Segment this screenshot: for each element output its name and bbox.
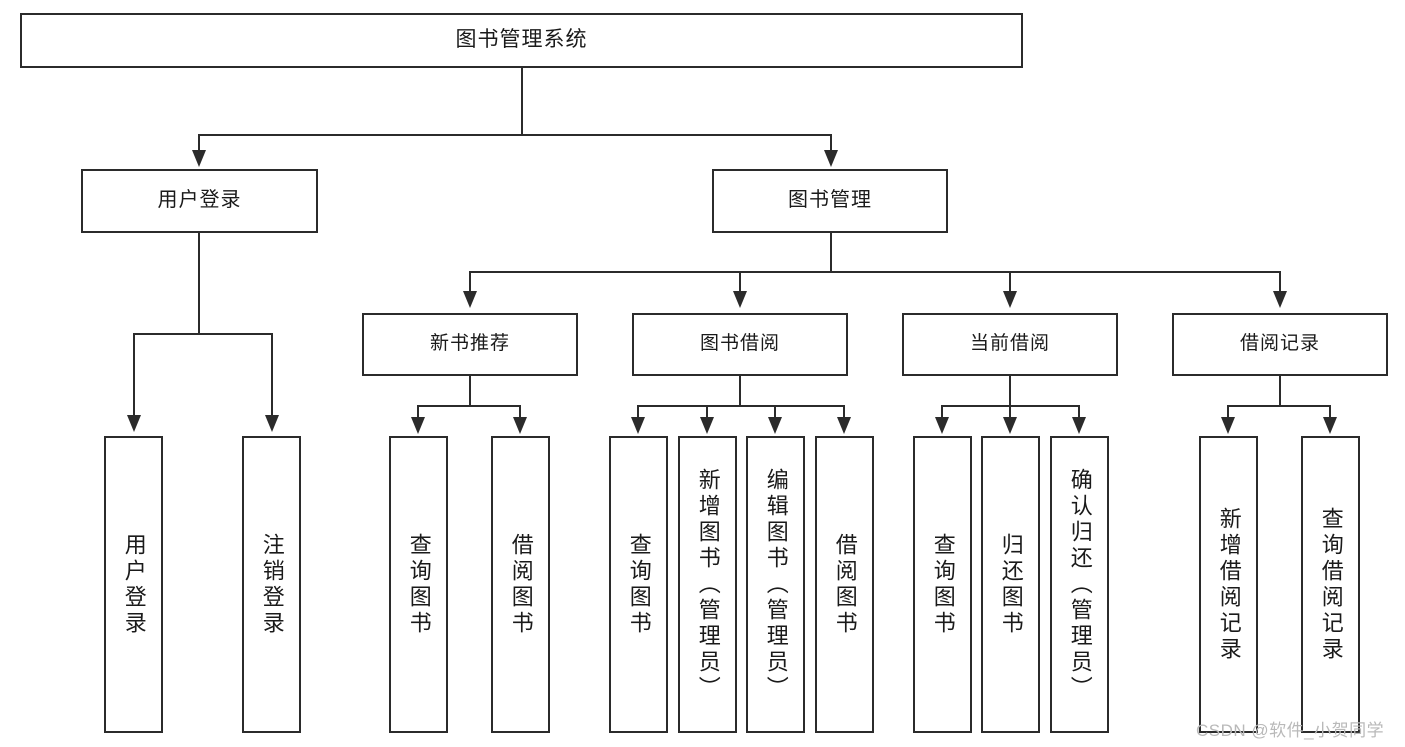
arrowhead-bm-to-book-borrow: [733, 291, 747, 308]
connector-nbr-stem: [469, 376, 471, 407]
connector-user-login-stem: [198, 233, 200, 334]
node-borrow-record[interactable]: 借阅记录: [1172, 313, 1388, 376]
connector-cb-to-leaf-2: [1009, 405, 1011, 419]
leaf-cb-confirm-return-admin[interactable]: 确认归还（管理员）: [1050, 436, 1109, 733]
node-label: 查询图书: [930, 532, 956, 637]
connector-cb-to-leaf-1: [941, 405, 943, 419]
node-book-borrow[interactable]: 图书借阅: [632, 313, 848, 376]
leaf-user-login[interactable]: 用户登录: [104, 436, 163, 733]
arrowhead-bm-to-new-book: [463, 291, 477, 308]
node-label: 新书推荐: [429, 333, 510, 355]
node-label: 用户登录: [157, 189, 242, 212]
leaf-bb-edit-book-admin[interactable]: 编辑图书（管理员）: [746, 436, 805, 733]
node-label: 查询图书: [406, 532, 432, 637]
connector-bb-to-leaf-3: [774, 405, 776, 419]
node-book-management[interactable]: 图书管理: [712, 169, 948, 233]
arrowhead-bb-to-leaf-4: [837, 417, 851, 434]
connector-br-to-leaf-1: [1227, 405, 1229, 419]
arrowhead-bb-to-leaf-3: [768, 417, 782, 434]
arrowhead-br-to-leaf-1: [1221, 417, 1235, 434]
node-label: 归还图书: [998, 532, 1024, 637]
connector-br-bar: [1227, 405, 1331, 407]
arrowhead-root-to-user-login: [192, 150, 206, 167]
leaf-br-query-record[interactable]: 查询借阅记录: [1301, 436, 1360, 733]
arrowhead-cb-to-leaf-2: [1003, 417, 1017, 434]
connector-nbr-to-leaf-2: [519, 405, 521, 419]
connector-bm-to-borrow-record: [1279, 271, 1281, 293]
arrowhead-user-login-to-leaf-2: [265, 415, 279, 432]
connector-root-bar: [198, 134, 832, 136]
leaf-bb-add-book-admin[interactable]: 新增图书（管理员）: [678, 436, 737, 733]
arrowhead-cb-to-leaf-3: [1072, 417, 1086, 434]
connector-nbr-bar: [417, 405, 521, 407]
node-label: 当前借阅: [969, 333, 1050, 355]
leaf-nbr-borrow-book[interactable]: 借阅图书: [491, 436, 550, 733]
node-label: 新增图书（管理员）: [695, 467, 721, 702]
leaf-cb-return-book[interactable]: 归还图书: [981, 436, 1040, 733]
connector-bb-to-leaf-2: [706, 405, 708, 419]
connector-bm-to-new-book: [469, 271, 471, 293]
connector-book-management-bar: [469, 271, 1281, 273]
node-label: 图书管理: [788, 189, 872, 212]
connector-user-login-to-leaf-2: [271, 333, 273, 417]
leaf-bb-query-book[interactable]: 查询图书: [609, 436, 668, 733]
leaf-bb-borrow-book[interactable]: 借阅图书: [815, 436, 874, 733]
node-current-borrow[interactable]: 当前借阅: [902, 313, 1118, 376]
connector-user-login-to-leaf-1: [133, 333, 135, 417]
connector-bb-stem: [739, 376, 741, 407]
node-label: 借阅记录: [1239, 333, 1320, 355]
arrowhead-bm-to-borrow-record: [1273, 291, 1287, 308]
leaf-nbr-query-book[interactable]: 查询图书: [389, 436, 448, 733]
node-label: 新增借阅记录: [1216, 506, 1242, 663]
node-label: 借阅图书: [832, 532, 858, 637]
connector-root-stem: [521, 68, 523, 136]
connector-br-stem: [1279, 376, 1281, 407]
connector-bm-to-book-borrow: [739, 271, 741, 293]
node-label: 图书借阅: [699, 333, 780, 355]
node-label: 查询借阅记录: [1318, 506, 1344, 663]
leaf-logout[interactable]: 注销登录: [242, 436, 301, 733]
node-label: 确认归还（管理员）: [1067, 467, 1093, 702]
leaf-cb-query-book[interactable]: 查询图书: [913, 436, 972, 733]
node-label: 图书管理系统: [455, 28, 588, 52]
arrowhead-nbr-to-leaf-2: [513, 417, 527, 434]
connector-bm-to-current-borrow: [1009, 271, 1011, 293]
arrowhead-bb-to-leaf-2: [700, 417, 714, 434]
node-label: 查询图书: [626, 532, 652, 637]
connector-bb-to-leaf-1: [637, 405, 639, 419]
connector-book-management-stem: [830, 233, 832, 272]
connector-cb-stem: [1009, 376, 1011, 407]
node-label: 注销登录: [259, 532, 285, 637]
arrowhead-nbr-to-leaf-1: [411, 417, 425, 434]
node-new-book-recommend[interactable]: 新书推荐: [362, 313, 578, 376]
arrowhead-bm-to-current-borrow: [1003, 291, 1017, 308]
node-user-login[interactable]: 用户登录: [81, 169, 318, 233]
node-label: 借阅图书: [508, 532, 534, 637]
node-label: 编辑图书（管理员）: [763, 467, 789, 702]
connector-br-to-leaf-2: [1329, 405, 1331, 419]
arrowhead-cb-to-leaf-1: [935, 417, 949, 434]
node-root-book-management-system[interactable]: 图书管理系统: [20, 13, 1023, 68]
node-label: 用户登录: [121, 532, 147, 637]
connector-bb-to-leaf-4: [843, 405, 845, 419]
arrowhead-root-to-book-management: [824, 150, 838, 167]
arrowhead-bb-to-leaf-1: [631, 417, 645, 434]
connector-cb-to-leaf-3: [1078, 405, 1080, 419]
arrowhead-user-login-to-leaf-1: [127, 415, 141, 432]
connector-user-login-bar: [133, 333, 273, 335]
arrowhead-br-to-leaf-2: [1323, 417, 1337, 434]
connector-bb-bar: [637, 405, 845, 407]
connector-nbr-to-leaf-1: [417, 405, 419, 419]
connector-root-to-user-login: [198, 134, 200, 154]
connector-root-to-book-management: [830, 134, 832, 154]
leaf-br-add-record[interactable]: 新增借阅记录: [1199, 436, 1258, 733]
